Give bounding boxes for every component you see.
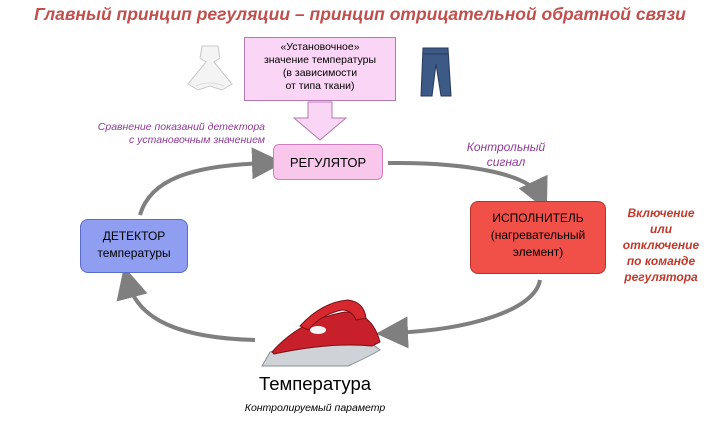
- comparison-label: Сравнение показаний детектора с установо…: [40, 121, 265, 147]
- arrow-detector-to-regulator: [138, 147, 284, 216]
- control-signal-line: сигнал: [486, 155, 526, 169]
- onoff-line: Включение: [627, 206, 695, 220]
- arrow-iron-to-detector: [116, 266, 256, 342]
- setpoint-line: (в зависимости: [282, 67, 358, 79]
- setpoint-line: «Установочное»: [280, 41, 360, 53]
- regulator-box: РЕГУЛЯТОР: [273, 144, 383, 180]
- onoff-line: отключение: [622, 238, 700, 252]
- control-signal-line: Контрольный: [466, 140, 546, 154]
- arrow-regulator-to-executor: [387, 160, 548, 211]
- detector-box: ДЕТЕКТОР температуры: [80, 219, 188, 273]
- executor-box: ИСПОЛНИТЕЛЬ (нагревательный элемент): [470, 201, 606, 274]
- regulator-label: РЕГУЛЯТОР: [289, 154, 367, 170]
- detector-subtitle: температуры: [97, 246, 171, 260]
- setpoint-line: от типа ткани): [285, 80, 355, 92]
- comparison-line: с установочным значением: [128, 134, 265, 146]
- setpoint-box: «Установочное» значение температуры (в з…: [244, 37, 396, 101]
- comparison-line: Сравнение показаний детектора: [97, 121, 265, 133]
- controlled-param-label: Контролируемый параметр: [244, 402, 386, 414]
- temperature-label: Температура: [258, 373, 372, 394]
- jeans-icon: [420, 47, 452, 97]
- page-title: Главный принцип регуляции – принцип отри…: [34, 4, 686, 24]
- detector-title: ДЕТЕКТОР: [102, 229, 166, 243]
- onoff-line: регулятора: [624, 270, 698, 284]
- executor-title: ИСПОЛНИТЕЛЬ: [492, 211, 584, 225]
- onoff-label: Включение или отключение по команде регу…: [614, 205, 708, 285]
- iron-icon: [261, 299, 381, 367]
- dress-icon: [187, 45, 233, 91]
- setpoint-line: значение температуры: [263, 54, 377, 66]
- setpoint-down-arrow: [292, 101, 348, 141]
- onoff-line: или: [649, 222, 673, 236]
- arrow-executor-to-iron: [376, 279, 542, 349]
- executor-subtitle: элемент): [512, 245, 564, 259]
- control-signal-label: Контрольный сигнал: [450, 140, 562, 170]
- executor-subtitle: (нагревательный: [490, 228, 586, 242]
- onoff-line: по команде: [626, 254, 696, 268]
